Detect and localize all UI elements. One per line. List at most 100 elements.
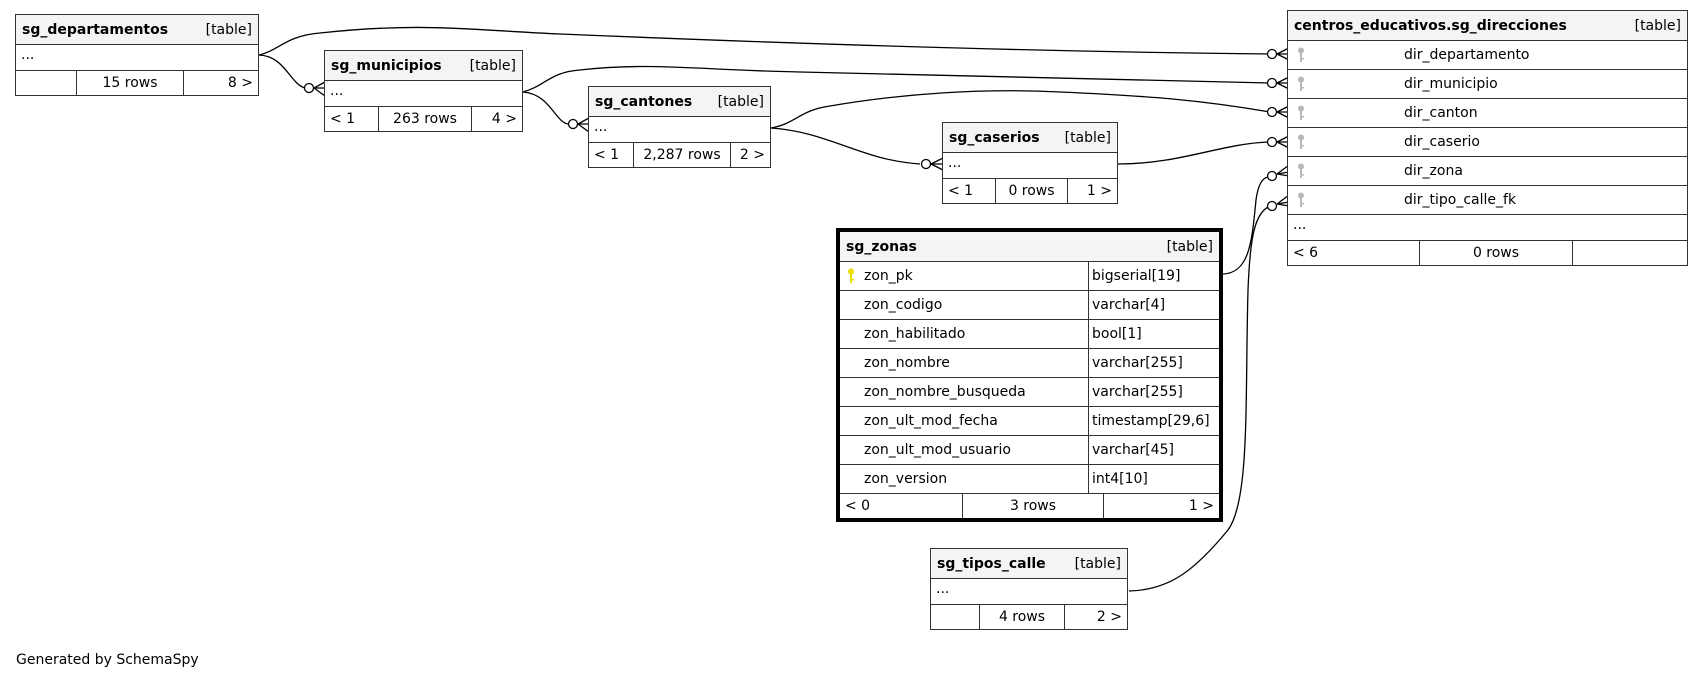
column-type: timestamp[29,6] — [1088, 407, 1219, 435]
table-type: [table] — [1064, 129, 1111, 146]
table-stats: < 1 2,287 rows 2 > — [589, 142, 770, 167]
edge-end-circle — [1266, 48, 1278, 60]
column-row[interactable]: zon_codigo varchar[4] — [840, 290, 1219, 319]
column-row[interactable]: dir_canton — [1288, 98, 1687, 127]
table-name[interactable]: centros_educativos.sg_direcciones — [1294, 17, 1567, 34]
table-name[interactable]: sg_zonas — [846, 238, 917, 255]
primary-key-icon — [844, 268, 858, 284]
row-count: 4 rows — [979, 605, 1064, 629]
children-count — [1572, 241, 1687, 265]
table-name[interactable]: sg_tipos_calle — [937, 555, 1046, 572]
edge-cantones-caserios — [770, 127, 921, 165]
table-type: [table] — [1166, 238, 1213, 255]
table-sg-departamentos[interactable]: sg_departamentos [table] ... 15 rows 8 > — [15, 14, 259, 96]
column-name-cell: zon_pk — [840, 262, 1088, 290]
column-name: zon_habilitado — [864, 326, 966, 342]
edge-end-circle — [1266, 200, 1278, 212]
column-name-cell: zon_version — [840, 465, 1088, 493]
edge-departamentos-municipios — [258, 54, 306, 89]
parents-count[interactable]: < 1 — [594, 147, 620, 163]
children-count[interactable]: 1 > — [1067, 179, 1117, 203]
table-header: sg_zonas [table] — [840, 232, 1219, 261]
table-header: sg_cantones [table] — [589, 87, 770, 116]
table-name[interactable]: sg_cantones — [595, 93, 693, 110]
column-row[interactable]: zon_habilitado bool[1] — [840, 319, 1219, 348]
column-name: zon_version — [864, 471, 948, 487]
table-header: centros_educativos.sg_direcciones [table… — [1288, 11, 1687, 40]
column-row[interactable]: dir_tipo_calle_fk — [1288, 185, 1687, 214]
table-type: [table] — [1074, 555, 1121, 572]
foreign-key-icon — [1294, 105, 1308, 121]
row-count: 15 rows — [76, 71, 183, 95]
column-name: dir_zona — [1404, 163, 1463, 179]
table-header: sg_municipios [table] — [325, 51, 522, 80]
table-sg-tipos-calle[interactable]: sg_tipos_calle [table] ... 4 rows 2 > — [930, 548, 1128, 630]
children-count[interactable]: 2 > — [730, 143, 770, 167]
foreign-key-icon — [1294, 163, 1308, 179]
table-stats: < 1 263 rows 4 > — [325, 106, 522, 131]
column-type: varchar[255] — [1088, 378, 1219, 406]
table-stats: < 6 0 rows — [1288, 240, 1687, 265]
parents-count[interactable]: < 6 — [1293, 245, 1319, 261]
foreign-key-icon — [1294, 47, 1308, 63]
table-name[interactable]: sg_municipios — [331, 57, 442, 74]
column-name: dir_departamento — [1404, 47, 1530, 63]
generated-by-label: Generated by SchemaSpy — [16, 652, 199, 668]
table-sg-caserios[interactable]: sg_caserios [table] ... < 1 0 rows 1 > — [942, 122, 1118, 204]
table-type: [table] — [1634, 17, 1681, 34]
edge-end-circle — [1266, 106, 1278, 118]
column-name: dir_caserio — [1404, 134, 1480, 150]
table-stats: 4 rows 2 > — [931, 604, 1127, 629]
column-name: zon_ult_mod_usuario — [864, 442, 1011, 458]
edge-end-circle — [567, 118, 579, 130]
children-count[interactable]: 4 > — [471, 107, 522, 131]
column-name-cell: zon_ult_mod_fecha — [840, 407, 1088, 435]
table-sg-municipios[interactable]: sg_municipios [table] ... < 1 263 rows 4… — [324, 50, 523, 132]
column-row[interactable]: zon_version int4[10] — [840, 464, 1219, 493]
children-count[interactable]: 8 > — [183, 71, 258, 95]
table-type: [table] — [205, 21, 252, 38]
table-sg-direcciones[interactable]: centros_educativos.sg_direcciones [table… — [1287, 10, 1688, 266]
column-name: dir_canton — [1404, 105, 1478, 121]
parents-count — [16, 71, 76, 95]
children-count[interactable]: 2 > — [1064, 605, 1127, 629]
parents-count[interactable]: < 1 — [948, 183, 974, 199]
table-type: [table] — [717, 93, 764, 110]
column-type: bigserial[19] — [1088, 262, 1219, 290]
column-row[interactable]: dir_caserio — [1288, 127, 1687, 156]
column-row[interactable]: dir_zona — [1288, 156, 1687, 185]
column-name: zon_pk — [864, 268, 913, 284]
table-stats: < 0 3 rows 1 > — [840, 493, 1219, 518]
column-name: zon_codigo — [864, 297, 943, 313]
edge-end-circle — [1266, 170, 1278, 182]
column-row[interactable]: dir_departamento — [1288, 40, 1687, 69]
table-type: [table] — [469, 57, 516, 74]
table-name[interactable]: sg_departamentos — [22, 21, 169, 38]
column-name: dir_tipo_calle_fk — [1404, 192, 1517, 208]
edge-municipios-cantones — [522, 91, 569, 125]
table-name[interactable]: sg_caserios — [949, 129, 1040, 146]
foreign-key-icon — [1294, 192, 1308, 208]
column-row[interactable]: dir_municipio — [1288, 69, 1687, 98]
parents-count: < 0 — [845, 498, 871, 514]
parents-count[interactable]: < 1 — [330, 111, 356, 127]
foreign-key-icon — [1294, 76, 1308, 92]
column-type: bool[1] — [1088, 320, 1219, 348]
row-count: 0 rows — [995, 179, 1067, 203]
column-row[interactable]: zon_pk bigserial[19] — [840, 261, 1219, 290]
column-type: varchar[4] — [1088, 291, 1219, 319]
children-count[interactable]: 1 > — [1103, 494, 1219, 518]
more-columns: ... — [1288, 214, 1687, 240]
edge-zonas-direcciones — [1221, 176, 1269, 275]
table-header: sg_tipos_calle [table] — [931, 549, 1127, 578]
column-type: varchar[255] — [1088, 349, 1219, 377]
table-sg-cantones[interactable]: sg_cantones [table] ... < 1 2,287 rows 2… — [588, 86, 771, 168]
more-columns: ... — [16, 44, 258, 70]
edge-end-circle — [1266, 136, 1278, 148]
column-type: int4[10] — [1088, 465, 1219, 493]
